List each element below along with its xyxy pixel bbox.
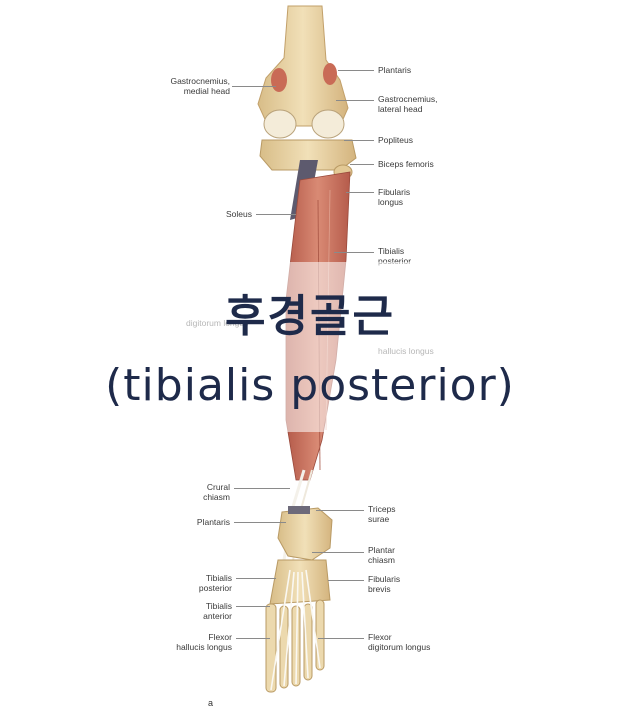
leader-line — [312, 552, 364, 553]
label-digitorum-longus-faded: digitorum longus — [186, 318, 249, 328]
label-soleus: Soleus — [226, 209, 252, 219]
lateral-condyle — [311, 109, 345, 139]
achilles-insertion — [288, 506, 310, 514]
label-flexor-hallucis-longus: Flexor hallucis longus — [176, 632, 232, 652]
label-plantaris-left: Plantaris — [196, 517, 230, 527]
leader-line — [234, 488, 290, 489]
medial-condyle — [263, 109, 297, 139]
label-popliteus: Popliteus — [378, 135, 413, 145]
title-korean: 후경골근 — [225, 291, 395, 342]
label-gastrocnemius-medial-head: Gastrocnemius, medial head — [170, 76, 230, 96]
label-tibialis-posterior-right: Tibialis posterior — [378, 246, 412, 266]
label-fibularis-brevis: Fibularis brevis — [368, 574, 401, 594]
label-tibialis-anterior: Tibialis anterior — [203, 601, 232, 621]
leader-line — [234, 522, 286, 523]
leader-line — [328, 580, 364, 581]
leader-line — [236, 606, 270, 607]
label-gastrocnemius-lateral-head: Gastrocnemius, lateral head — [378, 94, 438, 114]
leader-line — [236, 578, 276, 579]
leader-line — [344, 140, 374, 141]
leader-line — [232, 86, 276, 87]
title-english: (tibialis posterior) — [105, 360, 515, 411]
label-triceps-surae: Triceps surae — [368, 504, 396, 524]
leader-line — [336, 100, 374, 101]
gastrocnemius-medial-origin — [271, 68, 287, 92]
label-biceps-femoris: Biceps femoris — [378, 159, 434, 169]
leader-line — [350, 164, 374, 165]
leader-line — [316, 510, 364, 511]
label-hallucis-longus-faded: hallucis longus — [378, 346, 434, 356]
leader-line — [346, 192, 374, 193]
title-overlay-band — [0, 262, 620, 432]
label-plantaris-right: Plantaris — [378, 65, 412, 75]
leader-line — [338, 70, 374, 71]
toe-bones — [265, 599, 325, 693]
plantaris-origin — [323, 63, 337, 85]
label-crural-chiasm: Crural chiasm — [203, 482, 230, 502]
foot-tarsals — [269, 559, 331, 605]
leader-line — [236, 638, 270, 639]
plantar-tendons — [270, 569, 321, 691]
label-flexor-digitorum-longus: Flexor digitorum longus — [368, 632, 431, 652]
label-fibularis-longus: Fibularis longus — [378, 187, 411, 207]
label-plantar-chiasm: Plantar chiasm — [368, 545, 395, 565]
label-tibialis-posterior-left: Tibialis posterior — [198, 573, 232, 593]
leader-line — [256, 214, 296, 215]
leader-line — [334, 252, 374, 253]
figure-letter: a — [208, 698, 214, 708]
leader-line — [318, 638, 364, 639]
